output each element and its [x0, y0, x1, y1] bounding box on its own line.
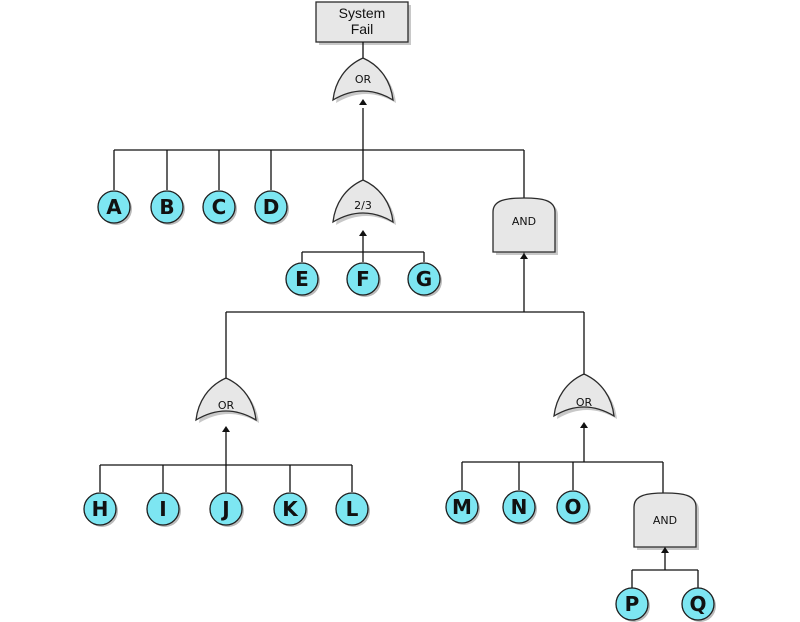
top-event-label-line1: System: [339, 5, 386, 21]
arrow-icon: [222, 426, 230, 432]
event-q[interactable]: Q: [681, 587, 716, 622]
event-l[interactable]: L: [335, 492, 370, 527]
event-q-label: Q: [689, 592, 706, 616]
event-m-label: M: [452, 495, 472, 519]
event-h-label: H: [92, 497, 109, 521]
or-gate-right-label: OR: [576, 396, 593, 409]
event-n-label: N: [511, 495, 528, 519]
arrow-icon: [580, 422, 588, 428]
or-gate-left[interactable]: OR: [195, 377, 259, 432]
event-p-label: P: [625, 592, 640, 616]
event-a[interactable]: A: [97, 190, 132, 225]
arrow-icon: [520, 253, 528, 259]
event-b-label: B: [159, 195, 174, 219]
connector-lines: [99, 108, 699, 588]
event-b[interactable]: B: [150, 190, 185, 225]
event-i[interactable]: I: [146, 492, 181, 527]
arrow-icon: [359, 230, 367, 236]
event-g-label: G: [416, 267, 432, 291]
event-d[interactable]: D: [254, 190, 289, 225]
and-gate-small-label: AND: [653, 514, 677, 527]
event-d-label: D: [263, 195, 280, 219]
event-j[interactable]: J: [209, 492, 244, 527]
or-gate-top[interactable]: OR: [332, 57, 396, 105]
event-m[interactable]: M: [445, 490, 480, 525]
event-g[interactable]: G: [407, 262, 442, 297]
event-p[interactable]: P: [615, 587, 650, 622]
event-k-label: K: [282, 497, 299, 521]
or-gate-top-label: OR: [355, 73, 372, 86]
event-l-label: L: [346, 497, 359, 521]
event-n[interactable]: N: [502, 490, 537, 525]
vote-gate-label: 2/3: [354, 199, 372, 212]
arrow-icon: [359, 99, 367, 105]
event-e[interactable]: E: [285, 262, 320, 297]
event-f[interactable]: F: [346, 262, 381, 297]
top-event-label-line2: Fail: [351, 21, 374, 37]
event-c-label: C: [212, 195, 227, 219]
event-o-label: O: [564, 495, 581, 519]
or-gate-right[interactable]: OR: [553, 373, 617, 428]
event-j-label: J: [220, 497, 229, 521]
event-c[interactable]: C: [202, 190, 237, 225]
event-k[interactable]: K: [273, 492, 308, 527]
event-h[interactable]: H: [83, 492, 118, 527]
event-f-label: F: [356, 267, 370, 291]
and-gate-main[interactable]: AND: [492, 197, 558, 259]
event-e-label: E: [295, 267, 309, 291]
event-a-label: A: [106, 195, 122, 219]
or-gate-left-label: OR: [218, 399, 235, 412]
event-o[interactable]: O: [556, 490, 591, 525]
arrow-icon: [661, 547, 669, 553]
event-i-label: I: [159, 497, 166, 521]
vote-gate-2-of-3[interactable]: 2/3: [332, 179, 396, 236]
top-event-box[interactable]: System Fail: [315, 1, 411, 45]
and-gate-small[interactable]: AND: [633, 492, 699, 553]
and-gate-main-label: AND: [512, 215, 536, 228]
